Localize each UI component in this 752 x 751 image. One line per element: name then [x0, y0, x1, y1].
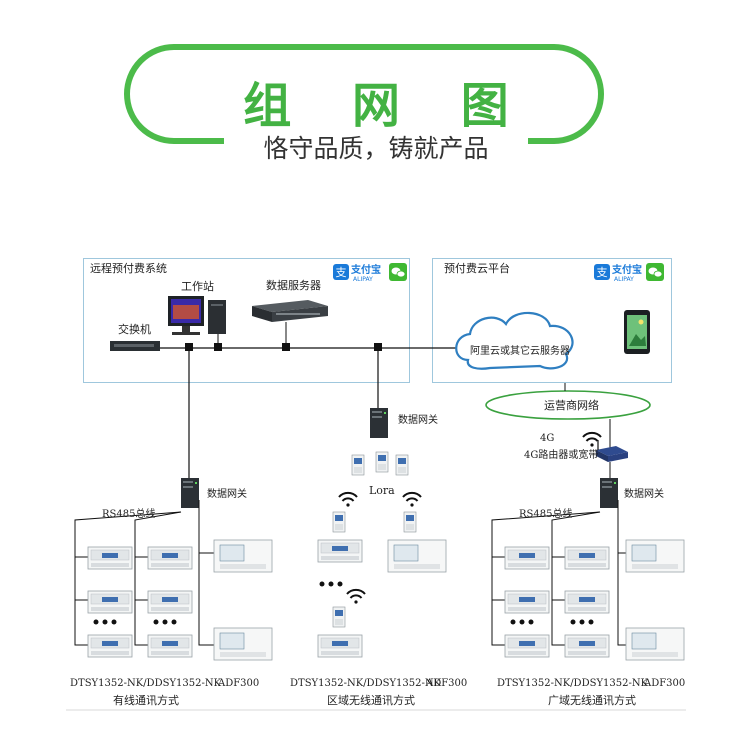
wired-bus-lines — [74, 500, 214, 646]
regional-caption: 区域无线通讯方式 — [327, 694, 415, 707]
router-label: 4G路由器或宽带 — [524, 450, 599, 461]
right-gateway-label: 数据网关 — [624, 489, 664, 500]
right-gateway-device — [600, 478, 618, 508]
wired-meters-label: DTSY1352-NK/DDSY1352-NK — [70, 678, 222, 689]
router-device — [596, 440, 628, 462]
wide-adf — [625, 539, 685, 573]
wide-rs485-label: RS485总线 — [519, 509, 573, 520]
regional-meter — [317, 634, 363, 658]
cellular-label: 4G — [540, 433, 555, 444]
wide-meter — [564, 546, 610, 570]
alipay-en-left: ALIPAY — [353, 276, 373, 283]
diagram-subtitle: 恪守品质，铸就产品 — [224, 132, 528, 166]
cloud-platform-label: 预付费云平台 — [444, 262, 510, 275]
regional-meters-label: DTSY1352-NK/DDSY1352-NK — [290, 678, 442, 689]
wired-adf — [213, 627, 273, 661]
left-gateway-device — [181, 478, 199, 508]
regional-small-meter — [332, 606, 346, 628]
workstation-label: 工作站 — [181, 280, 214, 293]
wide-meters-label: DTSY1352-NK/DDSY1352-NK — [497, 678, 649, 689]
svg-text:支: 支 — [336, 266, 347, 279]
wired-meter — [87, 634, 133, 658]
wired-adf-label: ADF300 — [218, 678, 260, 689]
wired-meter — [87, 590, 133, 614]
switch-device — [110, 341, 160, 351]
phone-icon — [624, 310, 650, 354]
wechat-logo-left — [389, 263, 407, 281]
cloud-icon — [455, 311, 574, 370]
wired-meter — [87, 546, 133, 570]
regional-small-meter — [332, 511, 346, 533]
alipay-text-left: 支付宝 — [351, 265, 381, 276]
remote-system-label: 远程预付费系统 — [90, 262, 167, 275]
wide-ellipsis-dots — [510, 619, 594, 625]
lora-label: Lora — [369, 484, 395, 497]
wide-caption: 广域无线通讯方式 — [548, 694, 636, 707]
cloud-server-label: 阿里云或其它云服务器 — [470, 346, 570, 357]
wide-adf — [625, 627, 685, 661]
wired-caption: 有线通讯方式 — [113, 694, 179, 707]
wide-bus-lines — [491, 500, 626, 646]
remote-system-panel — [83, 258, 410, 383]
alipay-logo-left: 支 — [333, 264, 349, 280]
lora-meter-3 — [395, 454, 409, 476]
wide-meter — [504, 634, 550, 658]
middle-gateway-label: 数据网关 — [398, 415, 438, 426]
svg-text:支: 支 — [597, 266, 608, 279]
wide-meter — [564, 590, 610, 614]
wide-meter — [504, 546, 550, 570]
regional-wifi-icon — [402, 491, 422, 508]
regional-ellipsis-dots — [319, 581, 343, 587]
wired-adf — [213, 539, 273, 573]
data-server-device — [252, 300, 328, 322]
carrier-network-label: 运营商网络 — [544, 399, 599, 412]
wired-meter — [147, 590, 193, 614]
regional-adf — [387, 539, 447, 573]
workstation-device — [168, 296, 226, 335]
regional-adf-label: ADF300 — [426, 678, 468, 689]
wide-meter — [504, 590, 550, 614]
wide-meter — [564, 634, 610, 658]
diagram-title: 组 网 图 — [243, 78, 531, 134]
regional-wifi-icon — [338, 491, 358, 508]
left-gateway-label: 数据网关 — [207, 489, 247, 500]
alipay-en-right: ALIPAY — [614, 276, 634, 283]
wired-meter — [147, 634, 193, 658]
regional-wifi-icon — [346, 588, 366, 605]
wired-rs485-label: RS485总线 — [102, 509, 156, 520]
alipay-text-right: 支付宝 — [612, 265, 642, 276]
lora-meter-2 — [375, 451, 389, 473]
carrier-network-ellipse — [485, 390, 651, 420]
regional-small-meter — [403, 511, 417, 533]
alipay-logo-right: 支 — [594, 264, 610, 280]
wired-meter — [147, 546, 193, 570]
lora-meter-1 — [351, 454, 365, 476]
data-server-label: 数据服务器 — [266, 279, 321, 292]
regional-meter — [317, 539, 363, 563]
wired-ellipsis-dots — [93, 619, 177, 625]
wechat-logo-right — [646, 263, 664, 281]
switch-label: 交换机 — [118, 323, 151, 336]
middle-gateway-device — [370, 408, 388, 438]
wide-adf-label: ADF300 — [644, 678, 686, 689]
